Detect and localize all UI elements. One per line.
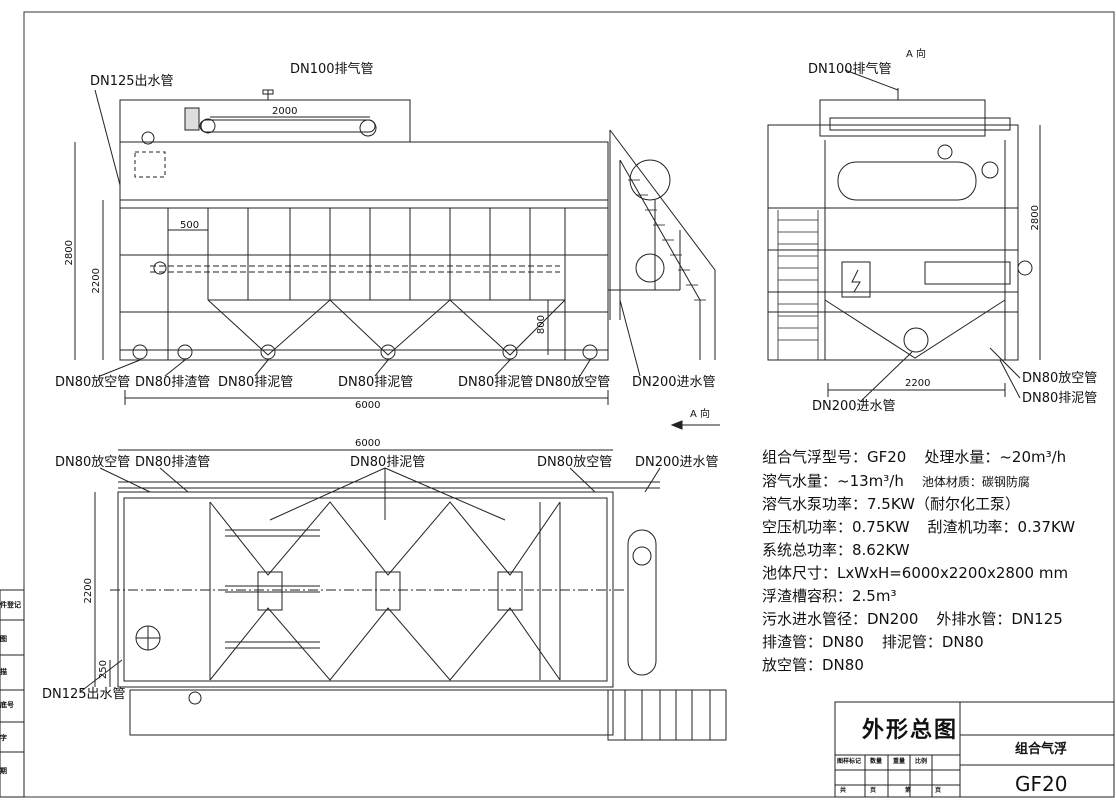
side-stamp [0,589,25,798]
plan-dn125-outlet-label: DN125出水管 [42,687,126,702]
stamp-label: 底号 [0,701,14,709]
plan-dn200-inlet-label: DN200进水管 [635,455,719,470]
spec-row: 浮渣槽容积：2.5m³ [762,587,897,605]
a-view-arrow-label: A 向 [690,409,711,420]
plan-view [79,449,727,741]
plan-dim-6000: 6000 [355,438,381,449]
drawing-code: GF20 [1015,772,1068,796]
stamp-label: 件登记 [0,601,21,609]
side-dn200-inlet-label: DN200进水管 [812,399,896,414]
dim-2800: 2800 [64,240,75,266]
dn80-drain-right-label: DN80放空管 [535,375,611,390]
dim-6000: 6000 [355,400,381,411]
stamp-label: 图 [0,635,7,643]
tb-label: 重量 [893,758,906,765]
plan-dim-250: 250 [98,660,109,680]
dim-500: 500 [180,220,200,231]
plan-dim-2200: 2200 [83,578,94,604]
tb-label: 页 [870,787,877,794]
dn125-outlet-label: DN125出水管 [90,74,174,89]
plan-dn80-scum-label: DN80排渣管 [135,455,211,470]
dn80-sludge-2-label: DN80排泥管 [338,375,414,390]
project-name: 组合气浮 [1015,742,1068,757]
dn80-sludge-3-label: DN80排泥管 [458,375,534,390]
dim-2200: 2200 [91,268,102,294]
tb-label: 第 [905,787,912,794]
dn100-vent-label: DN100排气管 [290,62,374,77]
drawing-title: 外形总图 [862,717,959,743]
dn80-drain-left-label: DN80放空管 [55,375,131,390]
dim-800: 800 [536,315,547,335]
stamp-label: 描 [0,668,7,676]
plan-dn80-drain-right-label: DN80放空管 [537,455,613,470]
spec-row: 溶气水泵功率：7.5KW（耐尔化工泵） [762,495,1020,513]
side-dim-2200: 2200 [905,378,931,389]
a-view-title: A 向 [906,49,927,60]
stamp-label: 字 [0,734,7,742]
side-dim-2800: 2800 [1030,205,1041,231]
side-dn80-drain-label: DN80放空管 [1022,371,1098,386]
dn80-sludge-1-label: DN80排泥管 [218,375,294,390]
tb-label: 图样标记 [837,758,862,765]
plan-dn80-drain-left-label: DN80放空管 [55,455,131,470]
tb-label: 共 [840,787,847,794]
plan-dn80-sludge-label: DN80排泥管 [350,455,426,470]
tb-label: 数量 [870,758,883,765]
tb-label: 页 [935,787,942,794]
side-dn100-vent-label: DN100排气管 [808,62,892,77]
title-block [834,701,1115,798]
spec-row: 放空管：DN80 [762,656,864,674]
stamp-label: 期 [0,767,7,775]
dn80-scum-label: DN80排渣管 [135,375,211,390]
dn200-inlet-label: DN200进水管 [632,375,716,390]
spec-row: 池体尺寸：LxWxH=6000x2200x2800 mm [762,564,1069,582]
side-elevation [767,69,1041,403]
front-elevation [74,89,720,430]
side-dn80-sludge-label: DN80排泥管 [1022,391,1098,406]
dim-2000: 2000 [272,106,298,117]
tb-label: 比例 [915,758,928,765]
spec-row: 系统总功率：8.62KW [762,541,910,559]
